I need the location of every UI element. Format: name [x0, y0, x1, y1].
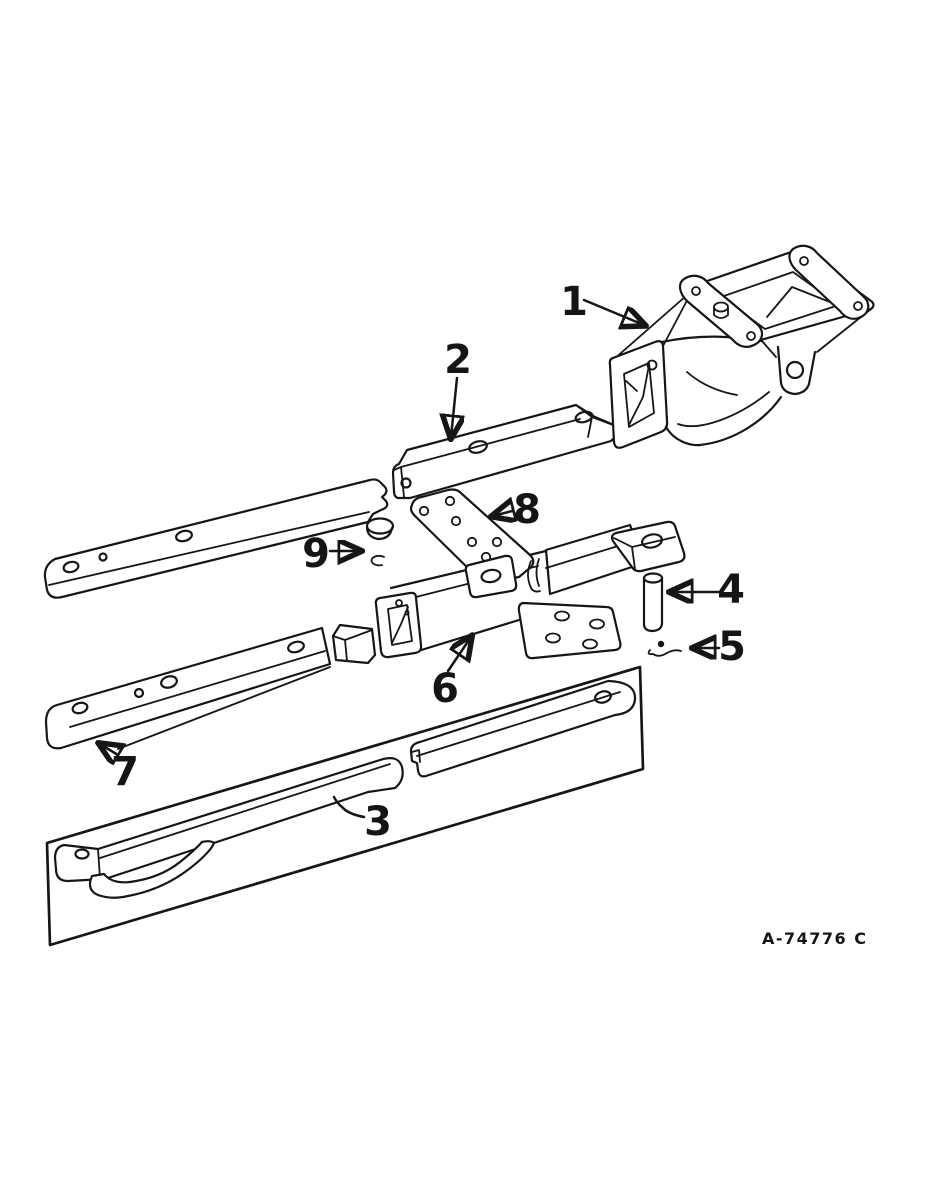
callout-arrow-7	[100, 744, 118, 755]
callout-8: 8	[513, 487, 541, 533]
callout-6: 6	[431, 666, 459, 712]
callout-7: 7	[111, 749, 139, 795]
callout-arrow-8	[493, 511, 512, 516]
callout-1: 1	[560, 279, 588, 325]
part-clevis-bracket	[517, 601, 622, 660]
callout-5: 5	[718, 624, 746, 670]
callout-arrow-1	[582, 298, 644, 325]
callout-9: 9	[302, 531, 330, 577]
part-anchor-block	[464, 554, 541, 599]
callout-arrow-2	[451, 376, 457, 437]
callout-leader-3	[332, 795, 366, 819]
part-3-drawbar	[53, 757, 404, 899]
figure-code: A-74776 C	[762, 929, 868, 948]
part-drawbar-front-bar	[43, 478, 389, 599]
part-9-plug-washer	[365, 517, 395, 567]
part-panel-rear-bar	[409, 679, 637, 778]
callout-arrow-6	[446, 637, 471, 673]
callout-arrows	[100, 298, 721, 819]
callout-2: 2	[444, 337, 472, 383]
callout-4: 4	[717, 567, 745, 613]
part-4-pivot-pin	[642, 572, 664, 633]
part-1-drawbar-support	[608, 244, 875, 449]
part-rear-bar	[544, 520, 686, 596]
callout-3: 3	[364, 799, 392, 845]
part-7-sliding-bar	[44, 623, 377, 750]
part-2-extension-bar	[391, 403, 617, 500]
part-5-klik-pin	[647, 640, 682, 657]
